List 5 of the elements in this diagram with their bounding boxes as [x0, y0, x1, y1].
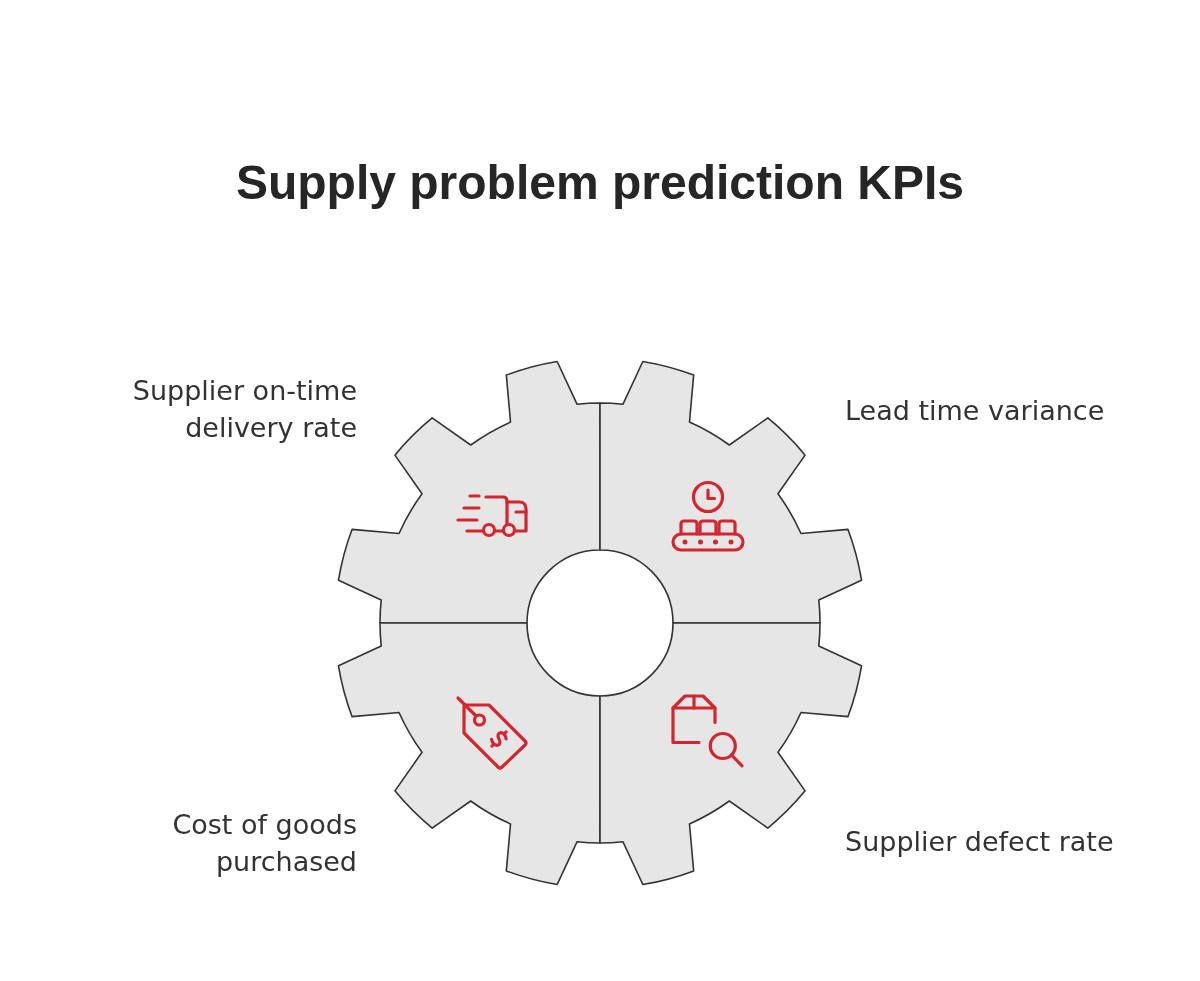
- diagram-title: Supply problem prediction KPIs: [235, 155, 965, 211]
- kpi-label: Supplier on-time delivery rate: [131, 374, 357, 445]
- kpi-label: Cost of goods purchased: [171, 808, 357, 879]
- kpi-label: Supplier defect rate: [845, 825, 1114, 859]
- kpi-label: Lead time variance: [845, 394, 1105, 428]
